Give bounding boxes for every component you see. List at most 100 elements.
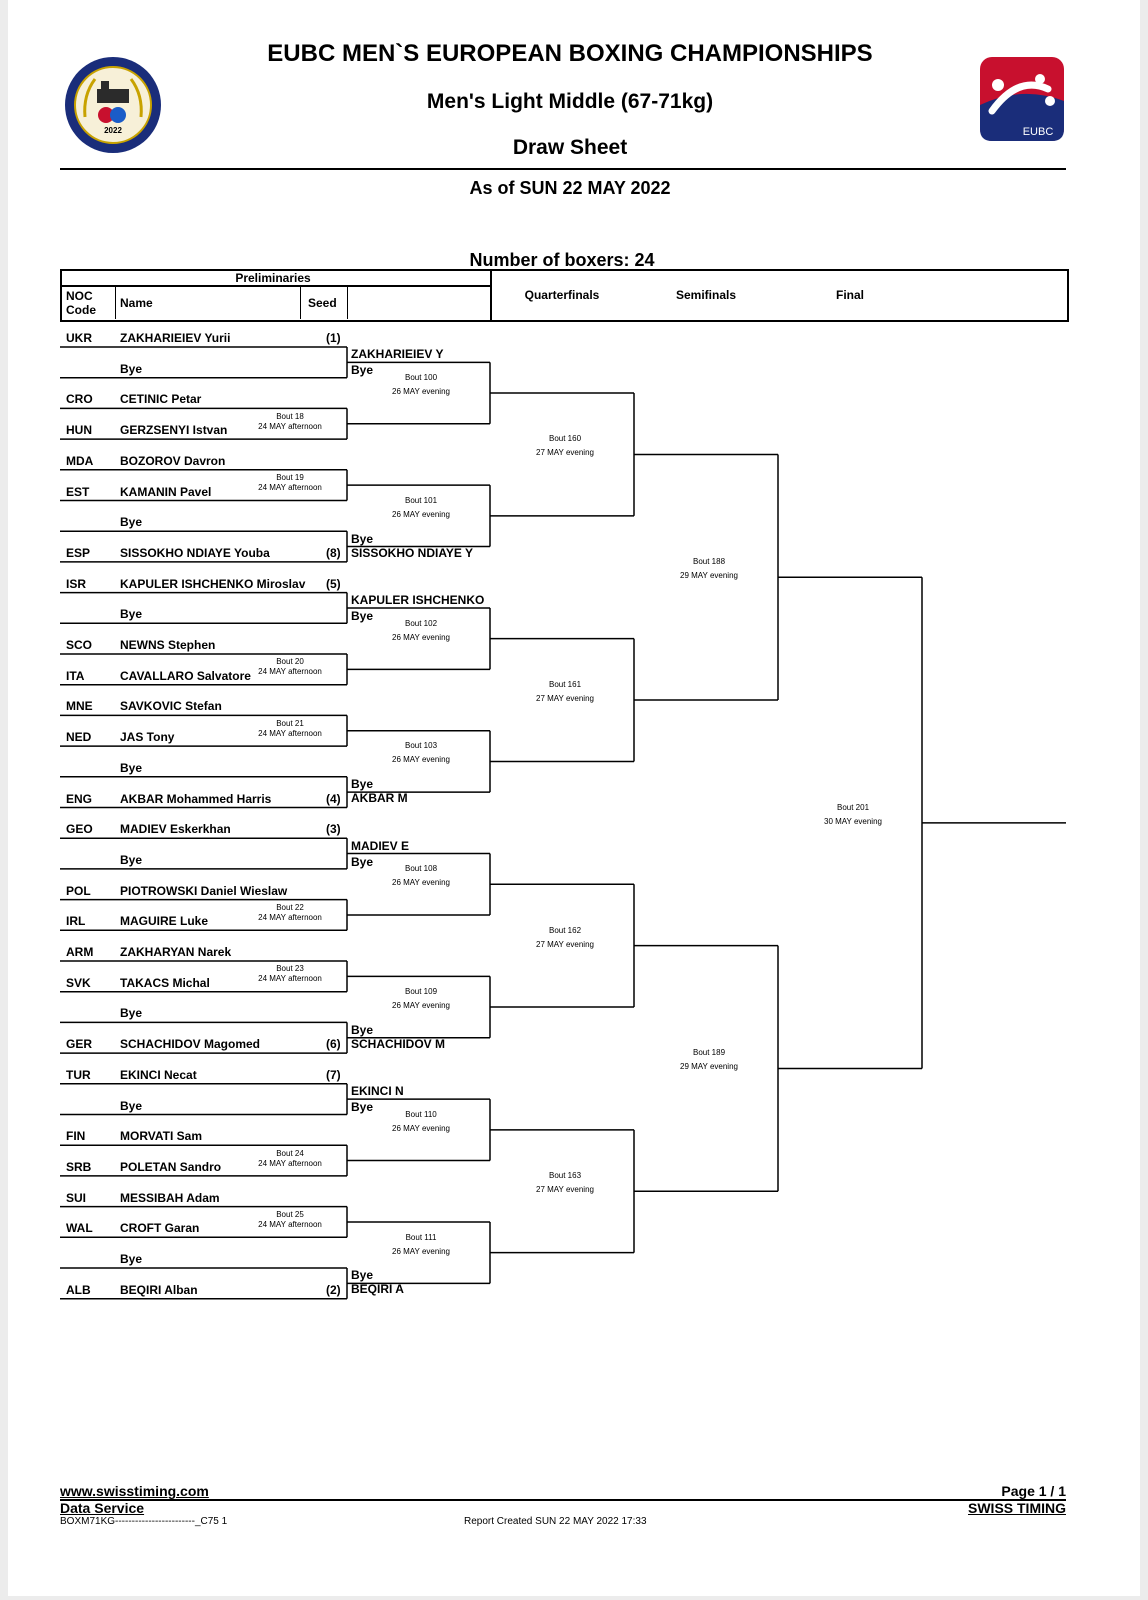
sheet-type: Draw Sheet	[512, 136, 628, 159]
entry-bye: Bye	[120, 607, 143, 622]
stage-preliminaries: Preliminaries	[235, 271, 311, 285]
entry-name: BEQIRI Alban	[120, 1282, 198, 1297]
entry-name: POLETAN Sandro	[120, 1159, 222, 1174]
entry-bye: Bye	[120, 1252, 143, 1266]
prelim-bout-time: 24 MAY afternoon	[258, 1158, 322, 1168]
entry-name: TAKACS Michal	[120, 975, 210, 990]
r16-bout-number: Bout 101	[404, 495, 438, 505]
r16-bout-number: Bout 109	[404, 987, 438, 997]
entry-noc-code: ARM	[66, 945, 94, 959]
entry-noc-code: TUR	[66, 1067, 91, 1082]
entry-name: SISSOKHO NDIAYE Youba	[120, 545, 270, 560]
entry-noc-code: ENG	[66, 791, 93, 806]
col-sep-4	[490, 269, 492, 320]
col-sep-2	[300, 285, 301, 319]
prelim-bout-number: Bout 18	[276, 411, 304, 421]
r16-bout-number: Bout 111	[405, 1232, 437, 1242]
r16-bout-time: 26 MAY evening	[392, 1001, 450, 1011]
r16-bye: Bye	[351, 363, 374, 378]
r16-bout-time: 26 MAY evening	[392, 755, 450, 765]
entry-name: CROFT Garan	[120, 1221, 200, 1236]
footer-report-created: Report Created SUN 22 MAY 2022 17:33	[464, 1516, 647, 1527]
entry-noc-code: MNE	[66, 699, 93, 714]
entry-name: SCHACHIDOV Magomed	[120, 1037, 261, 1052]
sf-bout-time: 29 MAY evening	[680, 571, 738, 581]
entry-noc-code: SVK	[66, 975, 91, 990]
prelim-bout-number: Bout 23	[276, 964, 304, 974]
boxer-count: Number of boxers: 24	[469, 250, 655, 270]
entry-noc-code: CRO	[66, 392, 93, 407]
r16-bout-time: 26 MAY evening	[392, 387, 450, 397]
entry-name: NEWNS Stephen	[120, 638, 216, 652]
entry-noc-code: ITA	[66, 668, 85, 683]
prelim-bout-number: Bout 25	[276, 1209, 304, 1219]
entry-bye: Bye	[120, 515, 143, 530]
r16-bout-time: 26 MAY evening	[392, 878, 450, 888]
prelim-bout-time: 24 MAY afternoon	[258, 483, 322, 493]
championship-emblem-icon: 2022	[65, 57, 161, 153]
entry-noc-code: FIN	[66, 1129, 86, 1144]
entry-noc-code: SRB	[66, 1159, 92, 1174]
r16-bye: Bye	[351, 531, 374, 546]
entry-bye: Bye	[120, 1006, 143, 1021]
entry-seed: (8)	[326, 545, 341, 560]
prelim-bout-number: Bout 20	[276, 657, 304, 667]
sf-bout-number: Bout 189	[692, 1048, 726, 1058]
entry-noc-code: HUN	[66, 423, 92, 438]
r16-bout-time: 26 MAY evening	[392, 632, 450, 642]
r16-boxer-bottom: SCHACHIDOV M	[351, 1036, 446, 1051]
sf-bout-number: Bout 188	[692, 557, 726, 567]
footer-page: Page 1 / 1	[1001, 1483, 1066, 1499]
entry-noc-code: IRL	[66, 914, 86, 929]
prelim-bout-time: 24 MAY afternoon	[258, 728, 322, 738]
col-semifinals: Semifinals	[675, 288, 737, 302]
entry-bye: Bye	[120, 1098, 143, 1113]
qf-bout-time: 27 MAY evening	[536, 939, 594, 949]
qf-bout-number: Bout 163	[548, 1171, 582, 1181]
entry-name: EKINCI Necat	[120, 1067, 197, 1082]
prelim-bout-number: Bout 24	[276, 1148, 304, 1158]
draw-sheet: 2022 EUBC EUBC MEN`S EUROPEAN BOXING CHA…	[8, 0, 1140, 1596]
header-rule	[60, 168, 1066, 170]
col-name: Name	[120, 296, 153, 310]
entry-name: GERZSENYI Istvan	[120, 423, 228, 438]
r16-boxer-top: EKINCI N	[351, 1084, 404, 1099]
prelim-bout-time: 24 MAY afternoon	[258, 1219, 322, 1229]
r16-bye: Bye	[351, 608, 374, 623]
footer-website[interactable]: www.swisstiming.com	[60, 1483, 209, 1499]
entry-seed: (3)	[326, 822, 341, 837]
entry-name: MESSIBAH Adam	[120, 1190, 220, 1205]
r16-bout-number: Bout 100	[404, 373, 438, 383]
prelim-bout-time: 24 MAY afternoon	[258, 421, 322, 431]
entry-seed: (1)	[326, 331, 341, 345]
as-of-date: As of SUN 22 MAY 2022	[469, 178, 671, 198]
r16-boxer-top: KAPULER ISHCHENKO	[351, 592, 485, 607]
entry-noc-code: SCO	[66, 638, 93, 652]
entry-name: JAS Tony	[120, 730, 175, 745]
entry-name: KAMANIN Pavel	[120, 484, 212, 499]
entry-name: ZAKHARYAN Narek	[120, 945, 232, 959]
column-header-box	[60, 269, 1069, 322]
r16-boxer-bottom: SISSOKHO NDIAYE Y	[351, 545, 474, 560]
entry-noc-code: WAL	[66, 1221, 93, 1236]
prelim-bout-time: 24 MAY afternoon	[258, 974, 322, 984]
r16-bye: Bye	[351, 1268, 374, 1283]
entry-bye: Bye	[120, 760, 143, 775]
entry-name: PIOTROWSKI Daniel Wieslaw	[120, 883, 288, 898]
entry-noc-code: ISR	[66, 576, 87, 591]
r16-bye: Bye	[351, 1022, 374, 1037]
entry-seed: (7)	[326, 1067, 341, 1082]
entry-name: CETINIC Petar	[120, 392, 202, 407]
r16-bout-time: 26 MAY evening	[392, 1123, 450, 1133]
r16-bout-time: 26 MAY evening	[392, 509, 450, 519]
col-sep-1	[115, 285, 116, 319]
col-final: Final	[835, 288, 864, 302]
entry-name: SAVKOVIC Stefan	[120, 699, 222, 714]
r16-bout-number: Bout 110	[405, 1109, 437, 1119]
footer-company: SWISS TIMING	[968, 1500, 1066, 1516]
qf-bout-number: Bout 162	[548, 925, 582, 935]
col-quarterfinals: Quarterfinals	[524, 288, 600, 302]
entry-noc-code: GER	[66, 1037, 93, 1052]
r16-bout-number: Bout 102	[404, 618, 438, 628]
